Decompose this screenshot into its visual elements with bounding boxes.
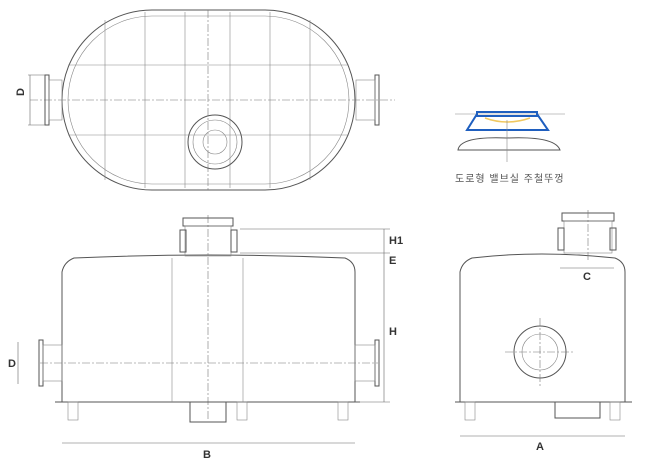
dim-label-b: B [203, 449, 211, 461]
side-view: C A [455, 210, 632, 453]
detail-caption: 도로형 밸브실 주철뚜껑 [455, 173, 565, 185]
dim-label-h: H [389, 326, 397, 338]
manway-cover [187, 114, 243, 170]
dim-label-d-front: D [8, 358, 16, 370]
dim-label-e: E [389, 255, 396, 267]
top-view: D [15, 9, 395, 191]
dim-label-h1: H1 [389, 235, 403, 247]
dim-label-d-top: D [15, 88, 27, 96]
dim-label-c: C [583, 271, 591, 283]
dim-label-a: A [536, 441, 544, 453]
front-view: D B H E H1 [8, 215, 403, 461]
cover-detail: 도로형 밸브실 주철뚜껑 [455, 111, 565, 185]
